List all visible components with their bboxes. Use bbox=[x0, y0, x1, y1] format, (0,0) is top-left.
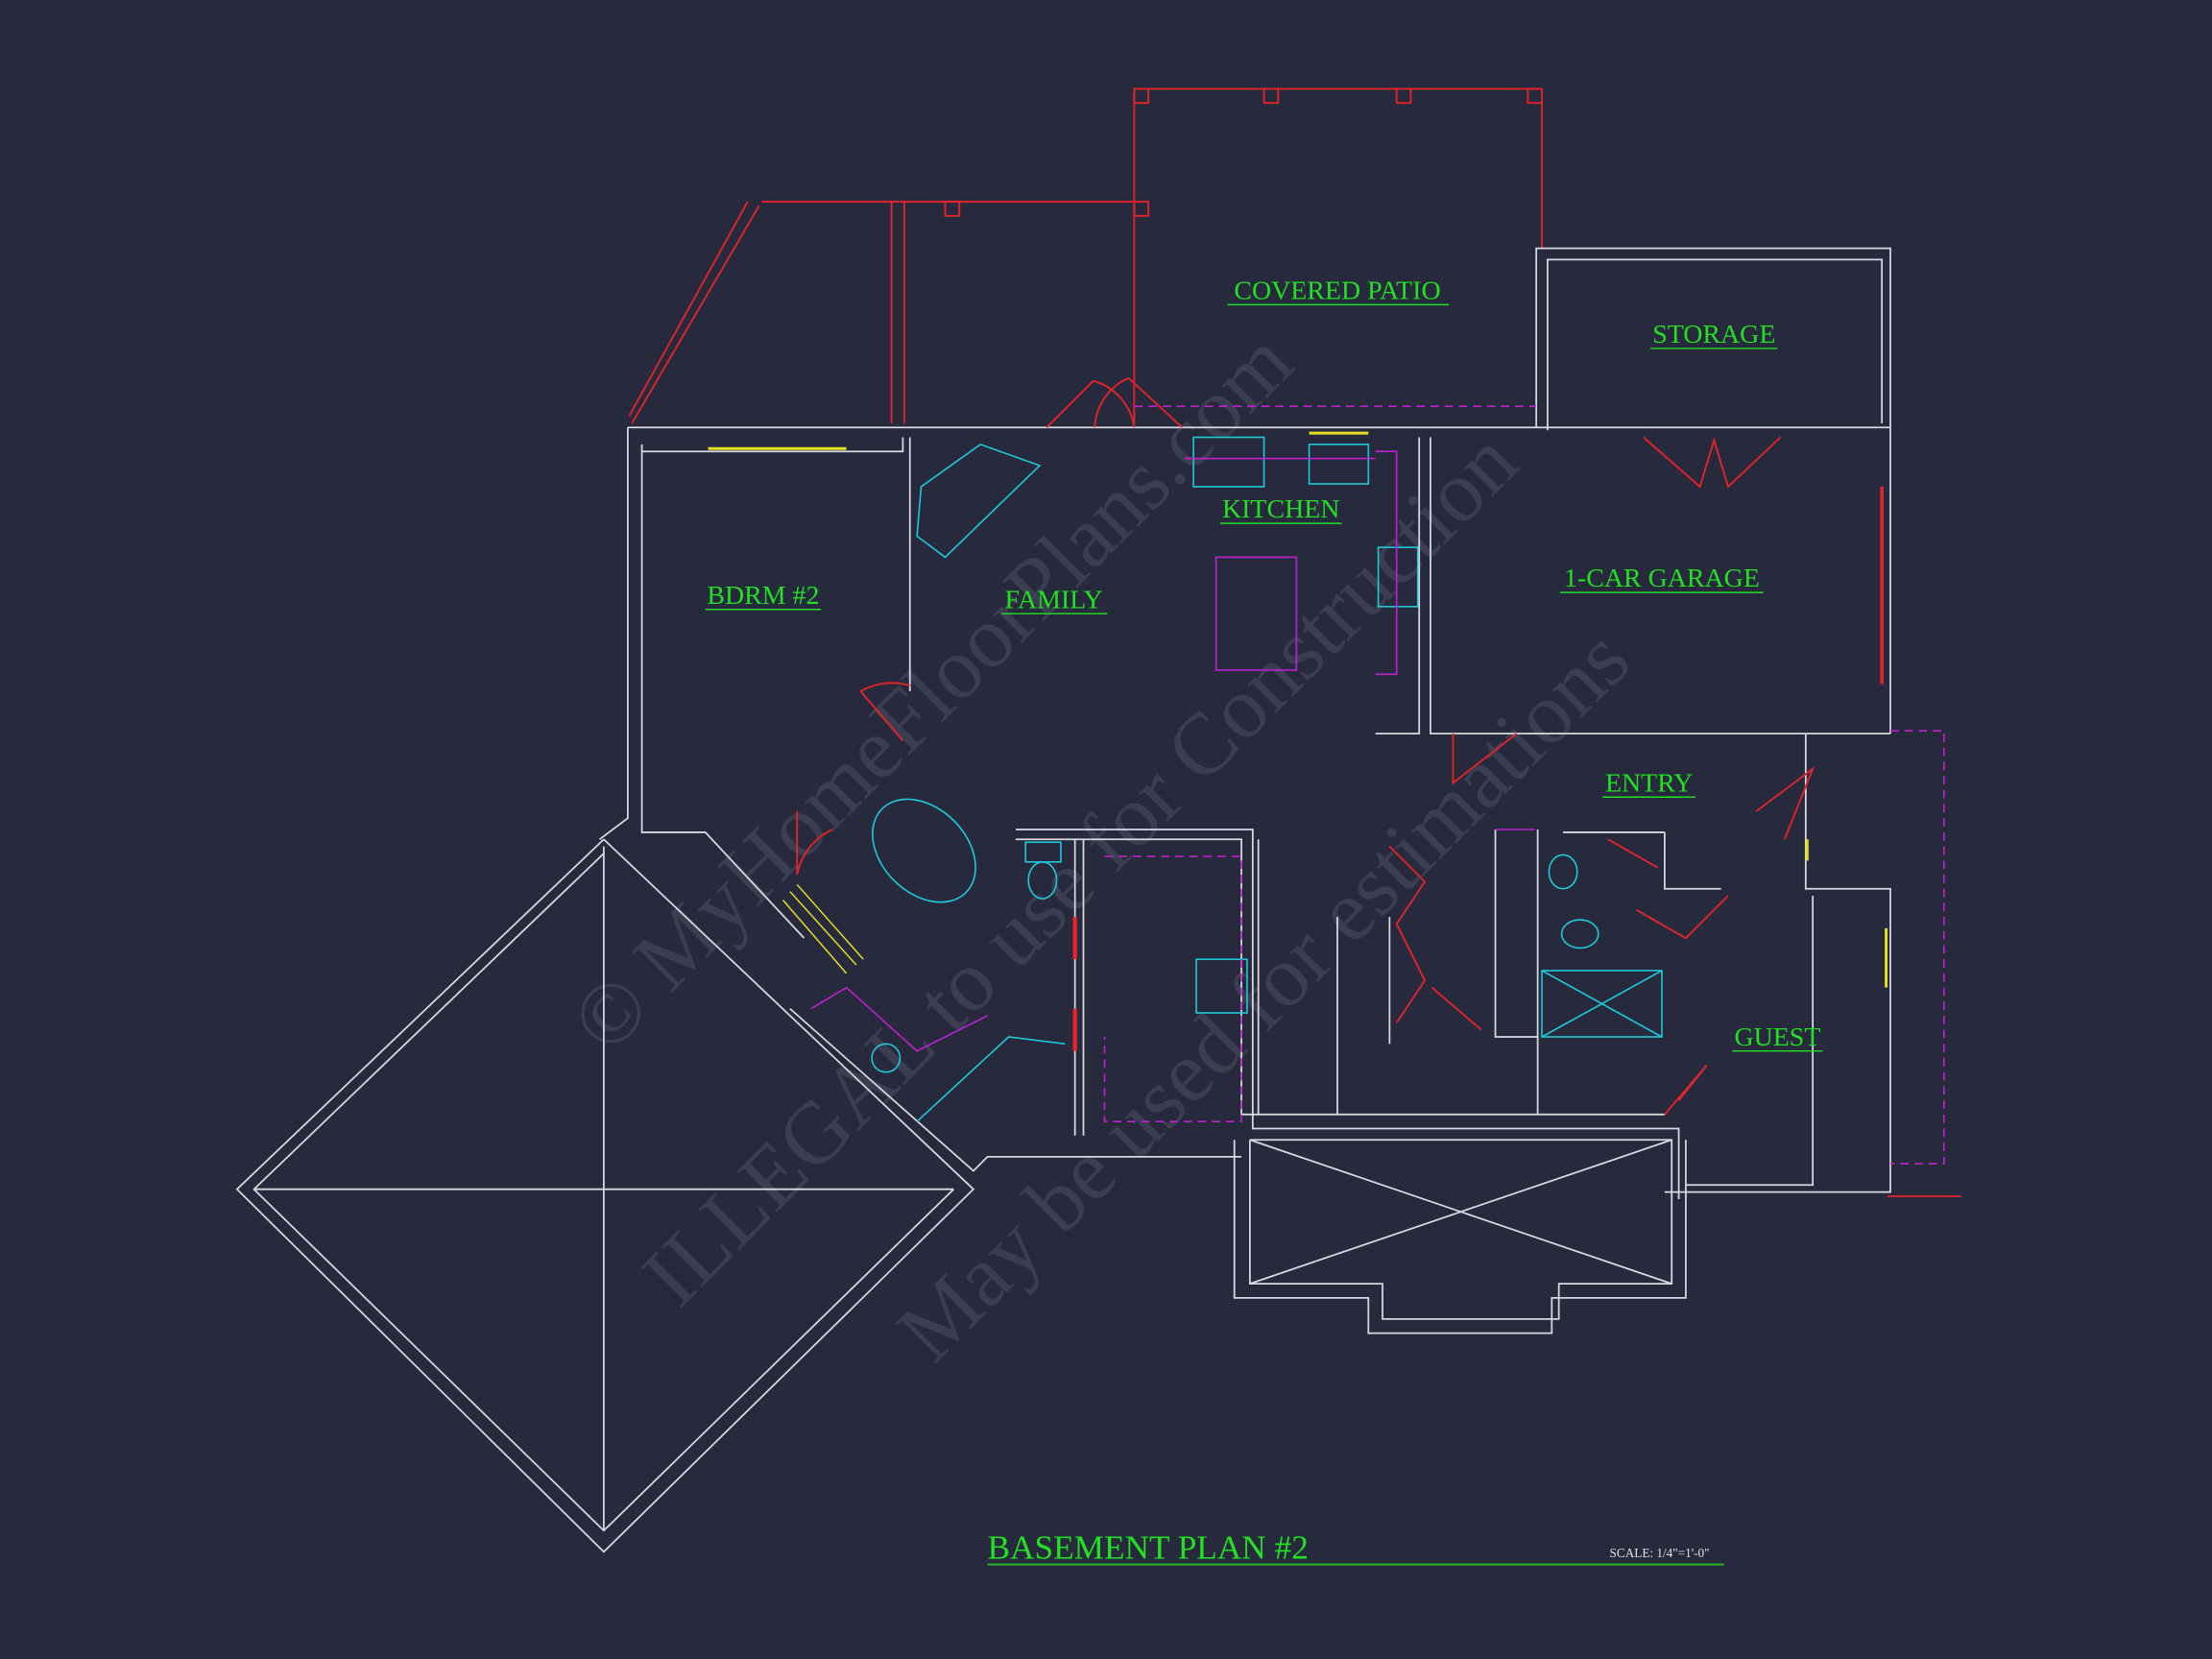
room-label-family: FAMILY bbox=[1005, 585, 1103, 614]
title-block: BASEMENT PLAN #2 SCALE: 1/4"=1'-0" bbox=[988, 1529, 1724, 1567]
fixtures bbox=[871, 436, 1663, 1122]
cabinets bbox=[810, 405, 1945, 1166]
room-label-covered-patio: COVERED PATIO bbox=[1234, 276, 1440, 306]
room-label-garage: 1-CAR GARAGE bbox=[1564, 564, 1760, 593]
room-label-guest: GUEST bbox=[1734, 1022, 1820, 1052]
room-labels: COVERED PATIO STORAGE KITCHEN BDRM #2 FA… bbox=[705, 276, 1823, 1052]
room-label-bdrm2: BDRM #2 bbox=[707, 581, 819, 611]
room-label-entry: ENTRY bbox=[1605, 768, 1693, 798]
doors bbox=[796, 376, 1961, 1197]
plan-scale: SCALE: 1/4"=1'-0" bbox=[1610, 1546, 1710, 1560]
windows bbox=[708, 431, 1888, 988]
covered-patio-outline bbox=[628, 87, 1543, 424]
plan-title: BASEMENT PLAN #2 bbox=[988, 1529, 1309, 1567]
room-label-storage: STORAGE bbox=[1652, 320, 1775, 349]
room-label-kitchen: KITCHEN bbox=[1222, 494, 1339, 524]
